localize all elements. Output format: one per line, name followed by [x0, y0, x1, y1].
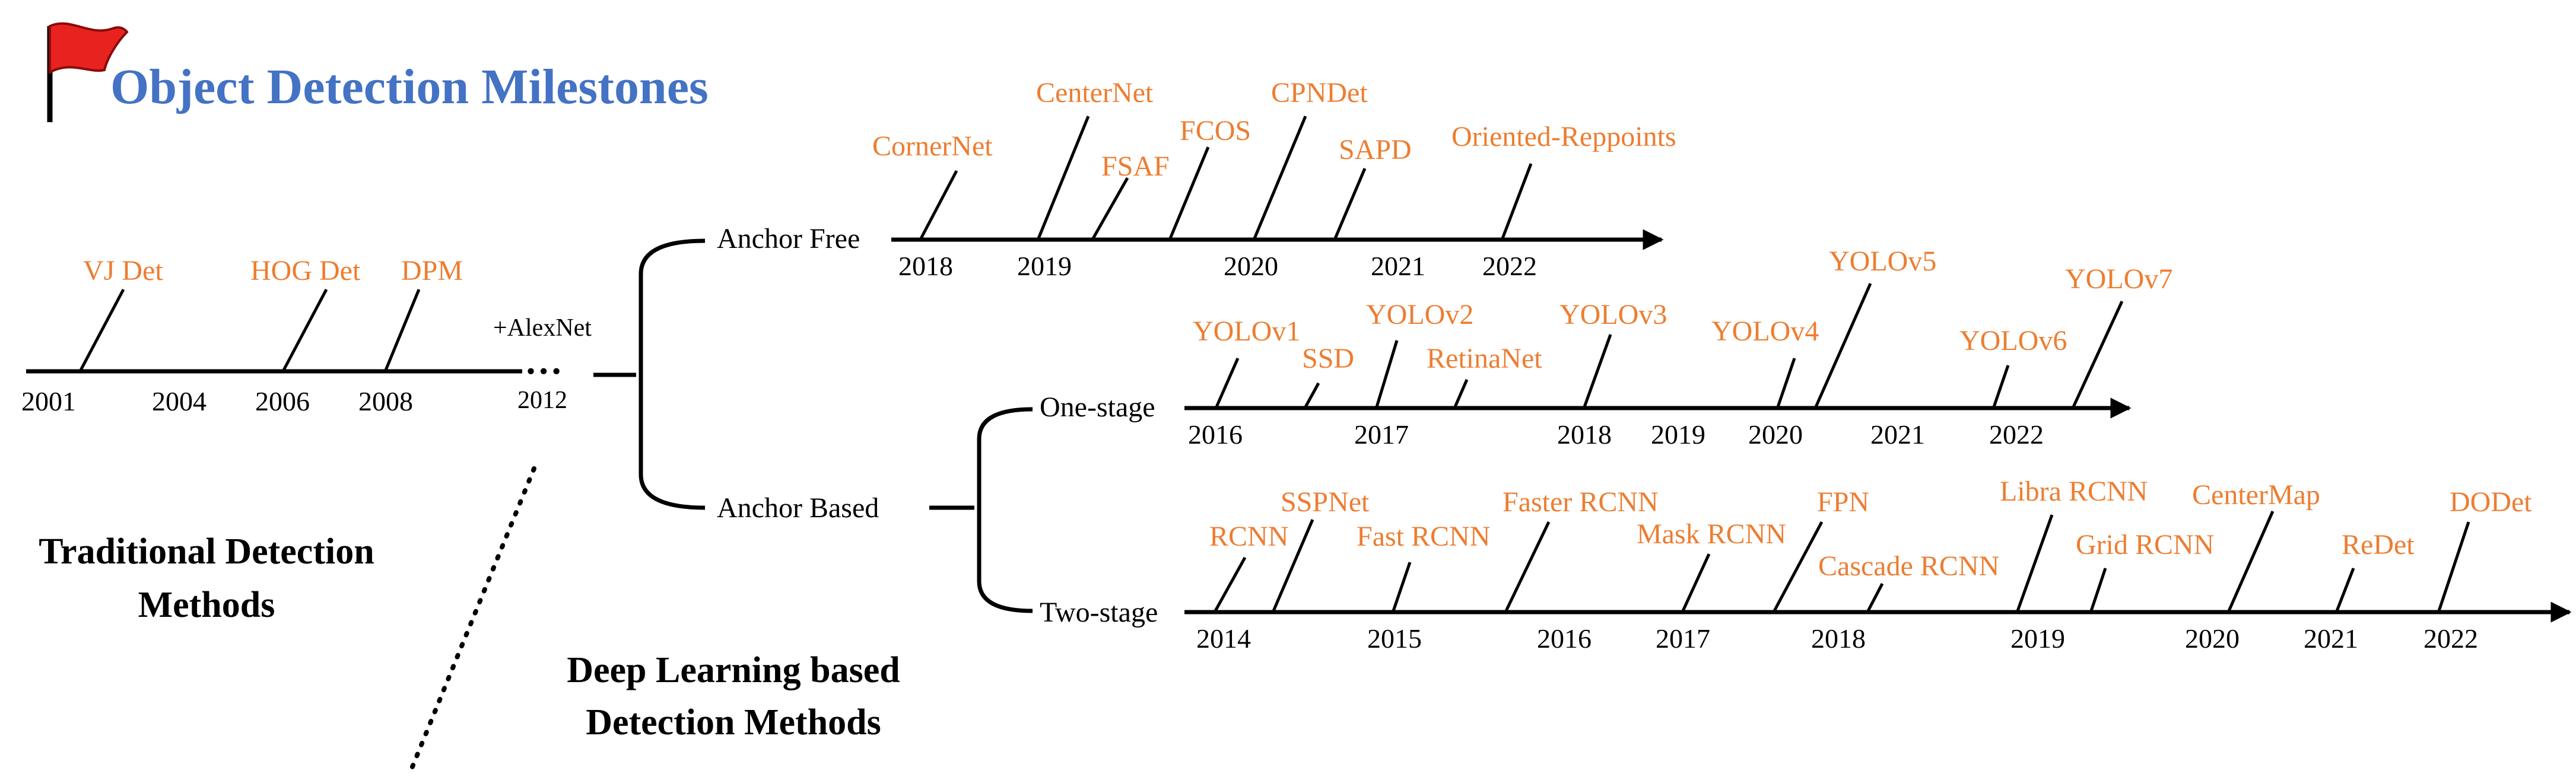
- milestone-fast-rcnn: Fast RCNN: [1357, 521, 1490, 552]
- two-stage-year-2016: 2016: [1537, 623, 1592, 654]
- alexnet-label: +AlexNet: [493, 314, 592, 342]
- anchor-free-label: Anchor Free: [717, 223, 860, 254]
- milestone-yolov5: YOLOv5: [1829, 246, 1936, 277]
- milestone-retinanet: RetinaNet: [1427, 343, 1542, 374]
- two-stage-year-2021: 2021: [2304, 623, 2358, 654]
- milestone-yolov3: YOLOv3: [1559, 299, 1667, 330]
- anchor-free-year-2020: 2020: [1224, 251, 1278, 281]
- milestone-fcos: FCOS: [1180, 115, 1251, 147]
- one-stage-year-2020: 2020: [1748, 419, 1803, 450]
- one-stage-year-2017: 2017: [1354, 419, 1409, 450]
- traditional-timeline: 2001 2004 2006 2008 VJ Det HOG Det DPM: [21, 255, 522, 416]
- milestone-grid-rcnn: Grid RCNN: [2076, 529, 2214, 561]
- milestone-mask-rcnn: Mask RCNN: [1637, 518, 1786, 550]
- one-stage-timeline: 2016 2017 2018 2019 2020 2021 2022 YOLOv…: [1184, 246, 2172, 450]
- deep-learning-brace: [593, 238, 706, 510]
- one-stage-year-2019: 2019: [1651, 419, 1705, 450]
- two-stage-year-2022: 2022: [2423, 623, 2478, 654]
- milestone-yolov6: YOLOv6: [1959, 325, 2067, 356]
- two-stage-label: Two-stage: [1040, 597, 1158, 628]
- two-stage-year-2020: 2020: [2185, 623, 2240, 654]
- milestone-centernet: CenterNet: [1036, 77, 1154, 109]
- anchor-based-label: Anchor Based: [717, 492, 879, 524]
- transition-year-2012: 2012: [517, 387, 567, 414]
- traditional-year-2008: 2008: [358, 386, 413, 416]
- milestone-oriented-reppoints: Oriented-Reppoints: [1451, 121, 1676, 152]
- one-stage-year-2022: 2022: [1989, 419, 2044, 450]
- milestone-ssd: SSD: [1302, 343, 1354, 374]
- anchor-free-year-2018: 2018: [898, 251, 953, 281]
- milestone-fpn: FPN: [1817, 486, 1869, 518]
- milestone-yolov2: YOLOv2: [1366, 299, 1473, 330]
- ellipsis: …: [525, 340, 563, 382]
- milestone-yolov7: YOLOv7: [2065, 263, 2172, 295]
- two-stage-year-2014: 2014: [1196, 623, 1251, 654]
- milestone-libra-rcnn: Libra RCNN: [2000, 476, 2148, 507]
- milestone-cpndet: CPNDet: [1271, 77, 1368, 109]
- two-stage-year-2015: 2015: [1367, 623, 1422, 654]
- milestone-sspnet: SSPNet: [1281, 486, 1370, 518]
- anchor-free-timeline: 2018 2019 2020 2021 2022 CornerNet Cente…: [872, 77, 1676, 281]
- milestone-cornernet: CornerNet: [872, 130, 993, 162]
- deep-learning-section-label-line1: Deep Learning based: [567, 650, 900, 690]
- milestone-dodet: DODet: [2450, 486, 2532, 518]
- traditional-year-2004: 2004: [152, 386, 207, 416]
- milestone-yolov4: YOLOv4: [1711, 316, 1819, 347]
- one-stage-year-2021: 2021: [1870, 419, 1925, 450]
- page-title: Object Detection Milestones: [110, 59, 709, 114]
- deep-learning-section-label-line2: Detection Methods: [586, 702, 881, 743]
- milestone-hog-det: HOG Det: [250, 255, 361, 286]
- anchor-free-year-2022: 2022: [1482, 251, 1537, 281]
- milestone-dpm: DPM: [401, 255, 463, 286]
- one-stage-year-2016: 2016: [1188, 419, 1243, 450]
- milestone-redet: ReDet: [2342, 529, 2415, 561]
- red-flag-icon: [47, 22, 129, 122]
- traditional-section-label-line2: Methods: [138, 585, 275, 625]
- milestone-yolov1: YOLOv1: [1193, 316, 1300, 347]
- two-stage-year-2018: 2018: [1811, 623, 1866, 654]
- one-stage-year-2018: 2018: [1557, 419, 1612, 450]
- milestone-fsaf: FSAF: [1101, 151, 1170, 182]
- anchor-based-brace: [929, 407, 1033, 613]
- milestone-rcnn: RCNN: [1209, 521, 1288, 552]
- anchor-free-year-2021: 2021: [1371, 251, 1425, 281]
- milestone-cascade-rcnn: Cascade RCNN: [1818, 550, 1999, 582]
- one-stage-label: One-stage: [1040, 391, 1155, 423]
- milestone-centermap: CenterMap: [2192, 479, 2320, 511]
- milestone-faster-rcnn: Faster RCNN: [1503, 486, 1659, 518]
- milestone-vj-det: VJ Det: [83, 255, 163, 286]
- two-stage-year-2019: 2019: [2010, 623, 2065, 654]
- two-stage-year-2017: 2017: [1656, 623, 1710, 654]
- traditional-section-label-line1: Traditional Detection: [39, 531, 374, 572]
- traditional-year-2001: 2001: [21, 386, 76, 416]
- anchor-free-year-2019: 2019: [1017, 251, 1072, 281]
- traditional-year-2006: 2006: [255, 386, 310, 416]
- section-divider: [408, 466, 536, 773]
- milestone-sapd: SAPD: [1339, 134, 1412, 165]
- two-stage-timeline: 2014 2015 2016 2017 2018 2019 2020 2021 …: [1184, 476, 2572, 654]
